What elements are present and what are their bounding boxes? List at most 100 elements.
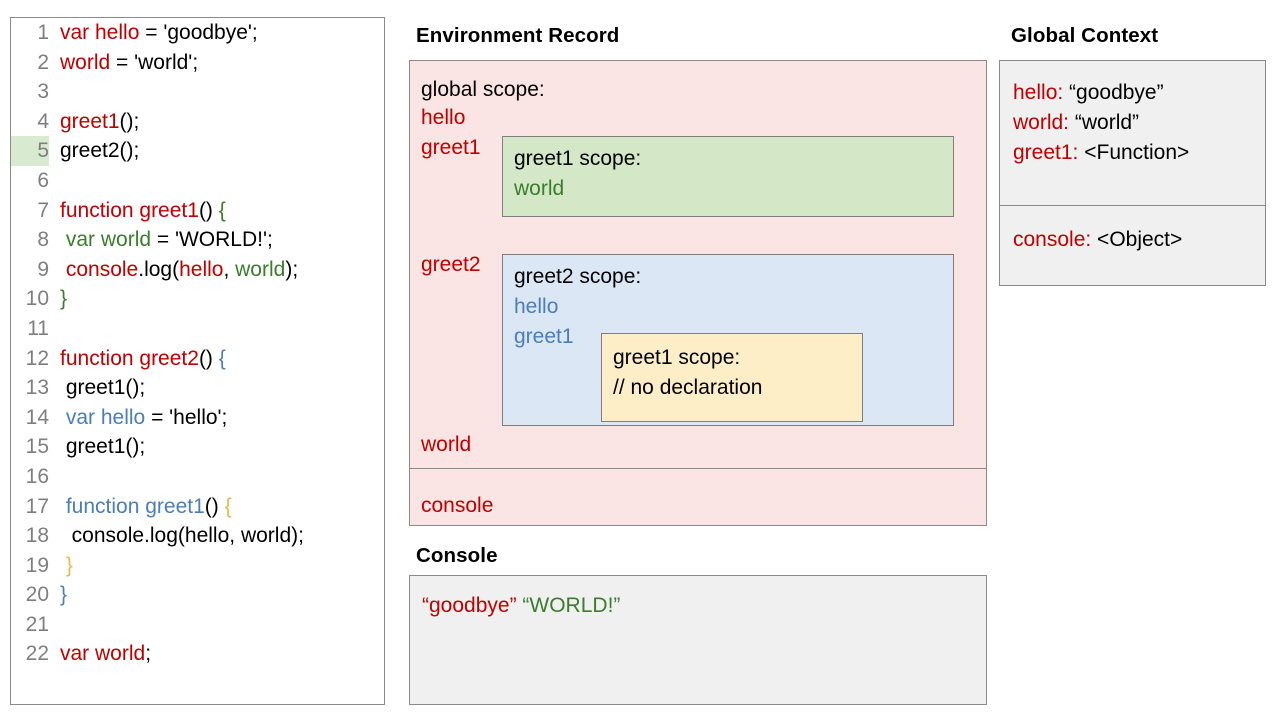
code-token: .log( bbox=[138, 257, 180, 281]
code-line-number: 9 bbox=[37, 257, 49, 281]
code-line-number: 3 bbox=[37, 80, 49, 104]
global-context-panel: hello: “goodbye” world: “world” greet1: … bbox=[999, 60, 1266, 286]
code-line[interactable]: 10} bbox=[11, 284, 384, 314]
code-token: = 'goodbye'; bbox=[139, 21, 258, 44]
code-line-text: var hello = 'hello'; bbox=[49, 403, 228, 433]
environment-record-title: Environment Record bbox=[416, 24, 620, 47]
global-context-row-greet1: greet1: <Function> bbox=[1013, 141, 1189, 165]
env-binding-greet1: greet1 bbox=[421, 136, 481, 159]
code-token: function greet1 bbox=[65, 494, 205, 518]
code-token: () bbox=[198, 198, 219, 222]
code-token: hello bbox=[179, 257, 224, 281]
console-output-panel: “goodbye” “WORLD!” bbox=[409, 575, 987, 705]
code-line-number: 14 bbox=[25, 405, 49, 429]
greet1-scope-binding-world: world bbox=[514, 177, 565, 200]
code-line[interactable]: 3 bbox=[11, 77, 384, 107]
global-context-row-hello: hello: “goodbye” bbox=[1013, 81, 1164, 105]
global-context-key: greet1: bbox=[1013, 141, 1079, 164]
code-line-text: var world = 'WORLD!'; bbox=[49, 225, 273, 255]
greet1-inner-scope-box: greet1 scope: // no declaration bbox=[601, 333, 863, 422]
code-line[interactable]: 13 greet1(); bbox=[11, 373, 384, 403]
code-line-text: var hello = 'goodbye'; bbox=[49, 18, 258, 48]
global-context-console-region: console: <Object> bbox=[1000, 206, 1265, 285]
code-line[interactable]: 9 console.log(hello, world); bbox=[11, 255, 384, 285]
code-line[interactable]: 11 bbox=[11, 314, 384, 344]
code-line-number: 11 bbox=[27, 316, 49, 340]
env-binding-world: world bbox=[421, 433, 472, 456]
code-token: ); bbox=[285, 257, 299, 281]
console-output-segment: “WORLD!” bbox=[522, 594, 621, 617]
global-context-key: console: bbox=[1013, 228, 1092, 251]
code-line-text: function greet2() { bbox=[49, 344, 226, 374]
code-line-number: 13 bbox=[25, 376, 49, 400]
code-line-text: function greet1() { bbox=[49, 492, 232, 522]
code-line[interactable]: 21 bbox=[11, 610, 384, 640]
global-context-value: <Function> bbox=[1078, 141, 1190, 164]
code-line-number: 7 bbox=[37, 198, 49, 222]
code-line[interactable]: 19 } bbox=[11, 551, 384, 581]
env-console-region: console bbox=[410, 469, 986, 525]
code-line[interactable]: 18 console.log(hello, world); bbox=[11, 521, 384, 551]
code-token: greet1(); bbox=[60, 376, 146, 400]
code-line[interactable]: 17 function greet1() { bbox=[11, 492, 384, 522]
code-line[interactable]: 16 bbox=[11, 462, 384, 492]
greet1-inner-scope-label: greet1 scope: bbox=[613, 346, 741, 369]
code-token: () bbox=[198, 346, 219, 370]
code-token: greet1(); bbox=[60, 435, 146, 459]
code-token: { bbox=[224, 494, 232, 518]
code-line-number: 19 bbox=[25, 553, 49, 577]
code-line[interactable]: 6 bbox=[11, 166, 384, 196]
code-line[interactable]: 8 var world = 'WORLD!'; bbox=[11, 225, 384, 255]
code-line-text: console.log(hello, world); bbox=[49, 521, 304, 551]
code-line-number: 12 bbox=[25, 346, 49, 370]
code-token: greet1 bbox=[60, 109, 120, 133]
code-token: console bbox=[65, 257, 139, 281]
code-token: } bbox=[60, 287, 68, 311]
code-line-text: } bbox=[49, 284, 67, 314]
code-line-number: 1 bbox=[37, 21, 49, 44]
code-line-number: 4 bbox=[37, 109, 49, 133]
console-output-segment: “goodbye” bbox=[422, 594, 517, 617]
code-token: () bbox=[204, 494, 225, 518]
console-output-text: “goodbye” “WORLD!” bbox=[422, 594, 620, 618]
global-context-title: Global Context bbox=[1011, 24, 1159, 47]
code-token: } bbox=[65, 553, 73, 577]
global-scope-label: global scope: bbox=[421, 78, 545, 101]
code-line[interactable]: 14 var hello = 'hello'; bbox=[11, 403, 384, 433]
code-token: function greet2 bbox=[60, 346, 199, 370]
code-token: = 'WORLD!'; bbox=[151, 228, 273, 252]
code-token: world bbox=[60, 50, 111, 74]
code-token: , bbox=[223, 257, 236, 281]
code-line-number: 21 bbox=[25, 612, 49, 636]
greet1-scope-label: greet1 scope: bbox=[514, 147, 642, 170]
code-line-number: 17 bbox=[25, 494, 49, 518]
code-line-text: console.log(hello, world); bbox=[49, 255, 298, 285]
code-line[interactable]: 20} bbox=[11, 580, 384, 610]
global-context-row-console: console: <Object> bbox=[1013, 228, 1182, 252]
code-line-number: 16 bbox=[25, 464, 49, 488]
greet2-scope-box: greet2 scope: hello greet1 greet1 scope:… bbox=[502, 254, 954, 426]
global-context-value: “goodbye” bbox=[1063, 81, 1164, 104]
code-token: ; bbox=[145, 642, 152, 666]
code-line-number: 15 bbox=[25, 435, 49, 459]
code-token: var hello bbox=[65, 405, 146, 429]
code-line-text: function greet1() { bbox=[49, 196, 226, 226]
code-token: var hello bbox=[60, 21, 140, 44]
code-line-number: 2 bbox=[37, 50, 49, 74]
global-context-row-world: world: “world” bbox=[1013, 111, 1139, 135]
code-line-number: 22 bbox=[25, 642, 49, 666]
code-token: { bbox=[218, 198, 226, 222]
code-token: { bbox=[218, 346, 226, 370]
code-line-number: 20 bbox=[25, 583, 49, 607]
global-context-value: <Object> bbox=[1091, 228, 1183, 251]
code-line[interactable]: 15 greet1(); bbox=[11, 432, 384, 462]
global-context-key: world: bbox=[1013, 111, 1070, 134]
